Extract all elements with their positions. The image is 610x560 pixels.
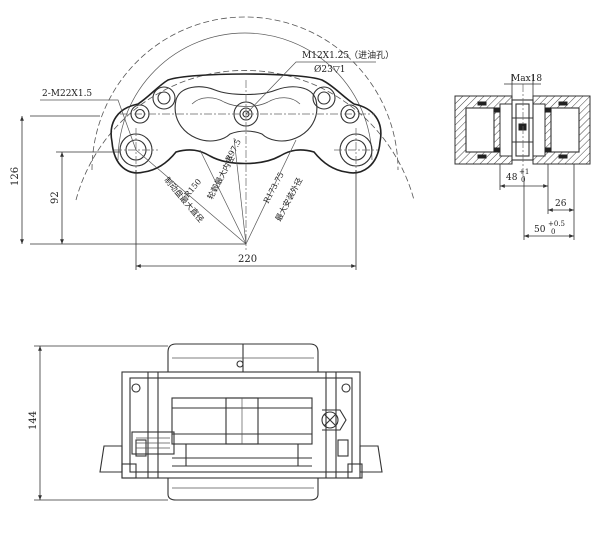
r173-label: R173.75 [262,171,286,205]
max18-label: Max18 [511,74,542,84]
top-view: 144 [28,343,383,501]
disc-radius-arc [91,16,399,171]
dim-144: 144 [28,411,39,430]
mount-radius-arc [75,70,415,201]
dim-50-tol-top: +0.5 [548,220,565,228]
caliper-body [110,73,382,174]
bleed-screw [321,411,339,429]
dim-26: 26 [555,199,567,209]
dim-48-tol-bot: 0 [521,176,525,184]
section-view: Max18 48 +1 0 26 50 +0.5 0 [454,74,591,240]
hub-radius-arc [117,32,373,161]
dim-92: 92 [50,191,61,204]
dim-48-tol-top: +1 [519,168,529,176]
dim-220: 220 [238,254,257,265]
caliper-window [174,86,318,142]
dim-50-tol-bot: 0 [551,228,555,236]
mount-hole-right [334,128,378,172]
dim-50: 50 [534,225,546,235]
inlet-thread-label: M12X1.25（进油孔） [302,49,394,61]
front-view: M12X1.25（进油孔） Ø23▽1 2-M22X1.5 R97.5 轮毂最大… [10,16,415,270]
mount-holes-label: 2-M22X1.5 [42,89,92,99]
dim-126: 126 [10,167,21,186]
bolt-boss-left-top [152,86,176,110]
inlet-depth-label: Ø23▽1 [314,64,345,75]
dim-48: 48 [506,173,518,183]
nameplate [131,431,175,455]
bolt-boss-right-top [312,86,336,110]
